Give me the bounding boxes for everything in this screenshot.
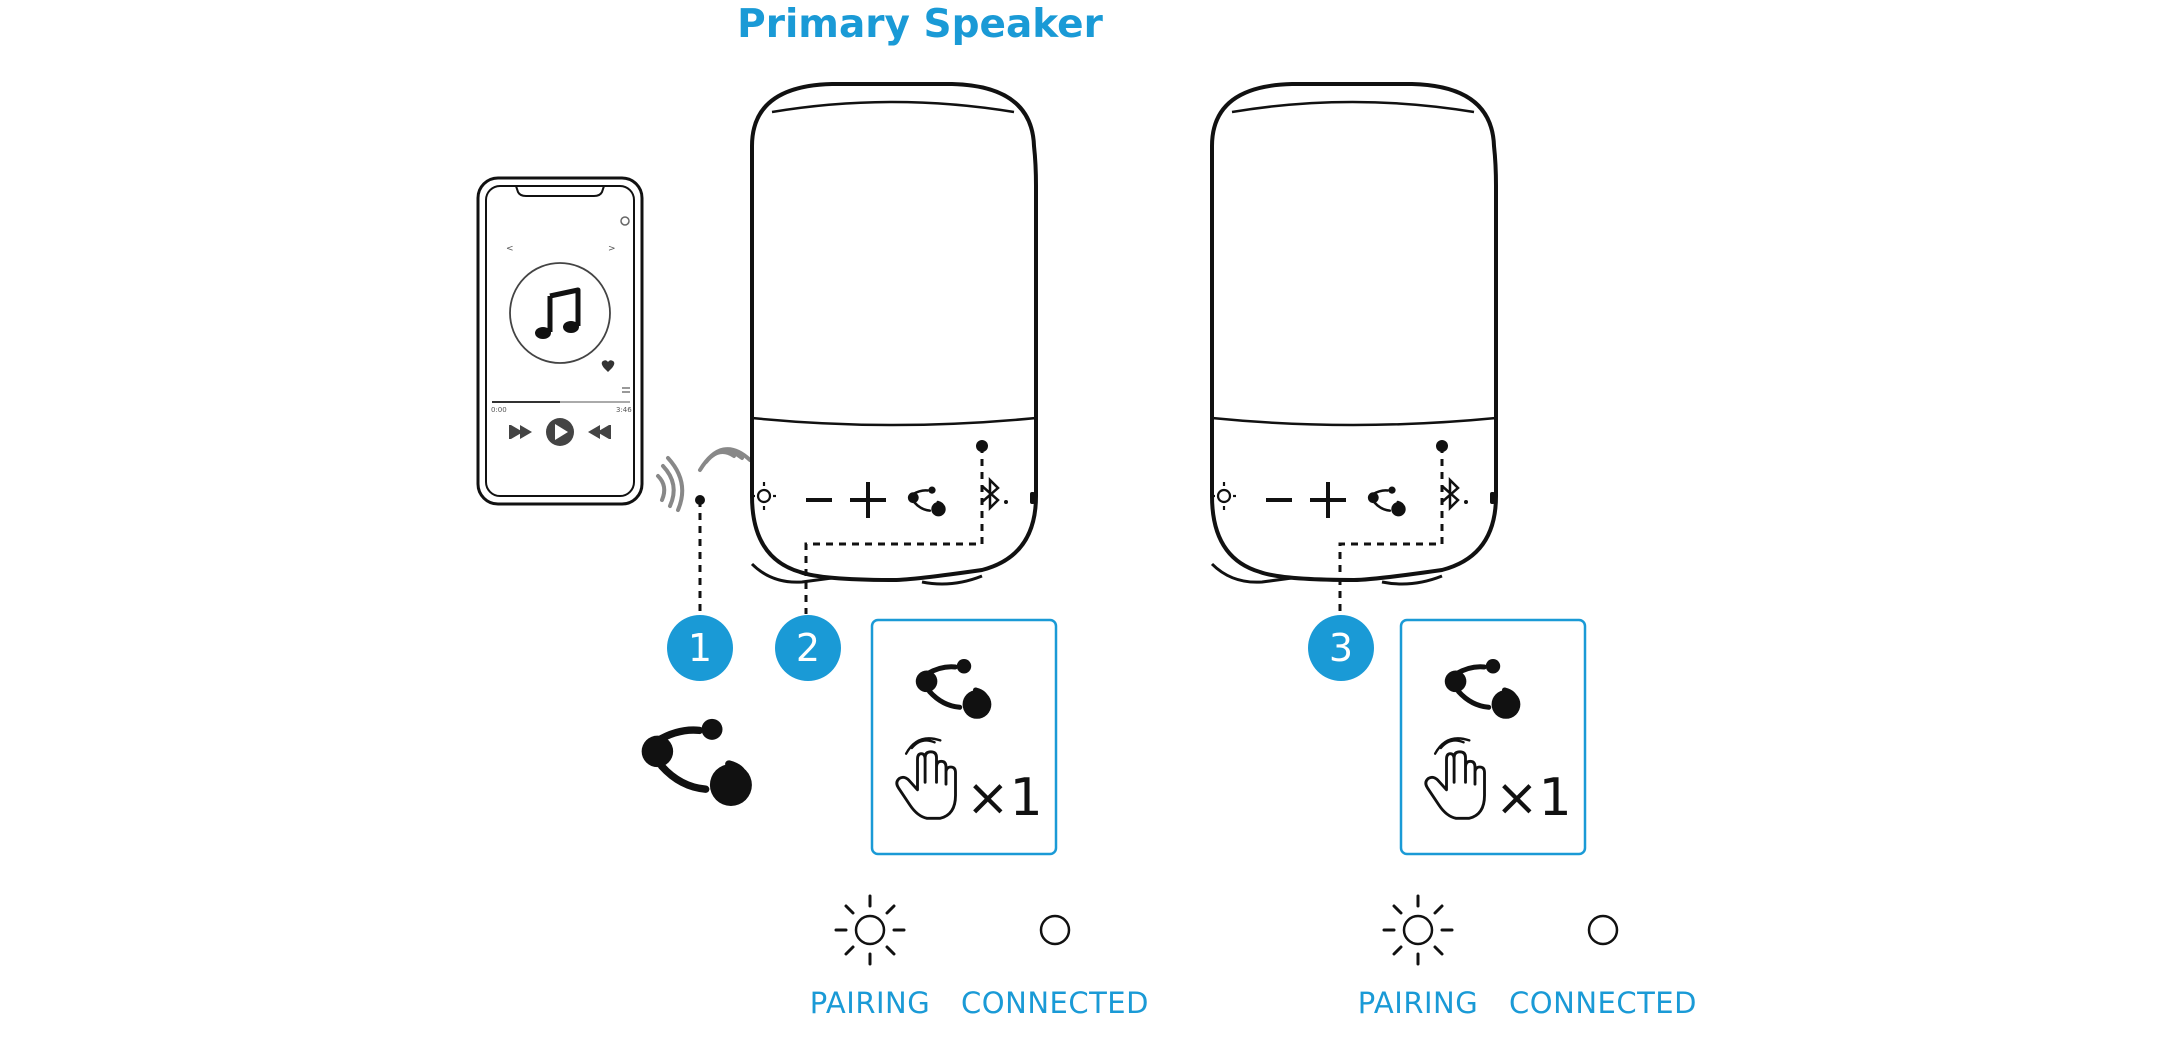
light-steady-icon xyxy=(1587,914,1619,946)
phone-remaining-time: 3:46 xyxy=(616,406,632,414)
primary-speaker xyxy=(752,84,1036,584)
step-3-number: 3 xyxy=(1328,626,1354,670)
step-2-connected-label: CONNECTED xyxy=(961,986,1149,1020)
phone-next-label: > xyxy=(608,244,616,254)
step-1-number: 1 xyxy=(687,626,713,670)
phone-prev-label: < xyxy=(506,244,514,254)
secondary-speaker xyxy=(1212,84,1496,584)
step-3-pairing-label: PAIRING xyxy=(1357,986,1479,1020)
step-2-press-count: ×1 xyxy=(966,768,1043,828)
light-flashing-icon xyxy=(834,894,906,966)
step-2-badge xyxy=(775,615,841,681)
light-steady-icon xyxy=(1039,914,1071,946)
step-3-badge xyxy=(1308,615,1374,681)
light-flashing-icon xyxy=(1382,894,1454,966)
primary-speaker-title: Primary Speaker xyxy=(737,2,1103,47)
wireless-signal-icon xyxy=(656,447,752,512)
step-2-number: 2 xyxy=(795,626,821,670)
phone xyxy=(476,176,644,506)
music-note-icon xyxy=(535,287,581,339)
step-2-pairing-label: PAIRING xyxy=(809,986,931,1020)
step-3-press-count: ×1 xyxy=(1495,768,1572,828)
party-connect-icon xyxy=(642,719,752,806)
step-1-badge xyxy=(667,615,733,681)
step-3-connected-label: CONNECTED xyxy=(1509,986,1697,1020)
phone-elapsed-time: 0:00 xyxy=(491,406,507,414)
